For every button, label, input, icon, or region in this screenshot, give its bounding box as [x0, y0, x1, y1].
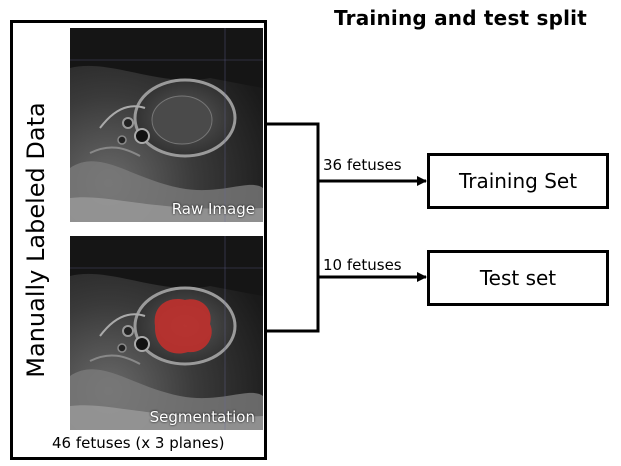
training-set-label: Training Set	[458, 169, 578, 193]
diagram-title: Training and test split	[334, 6, 587, 30]
segmentation-mask	[154, 299, 212, 354]
raw-mri-image	[70, 28, 263, 222]
bracket-line	[267, 122, 320, 333]
training-count-label: 36 fetuses	[323, 156, 402, 174]
segmentation-panel: Segmentation	[70, 236, 263, 430]
test-set-label: Test set	[479, 266, 557, 290]
fetus-count-footer: 46 fetuses (x 3 planes)	[52, 434, 225, 452]
test-count-label: 10 fetuses	[323, 256, 402, 274]
test-set-box: Test set	[427, 250, 609, 306]
segmentation-caption: Segmentation	[149, 408, 255, 426]
raw-image-panel: Raw Image	[70, 28, 263, 222]
segmentation-mri-image	[70, 236, 263, 430]
raw-image-caption: Raw Image	[171, 200, 255, 218]
training-set-box: Training Set	[427, 153, 609, 209]
